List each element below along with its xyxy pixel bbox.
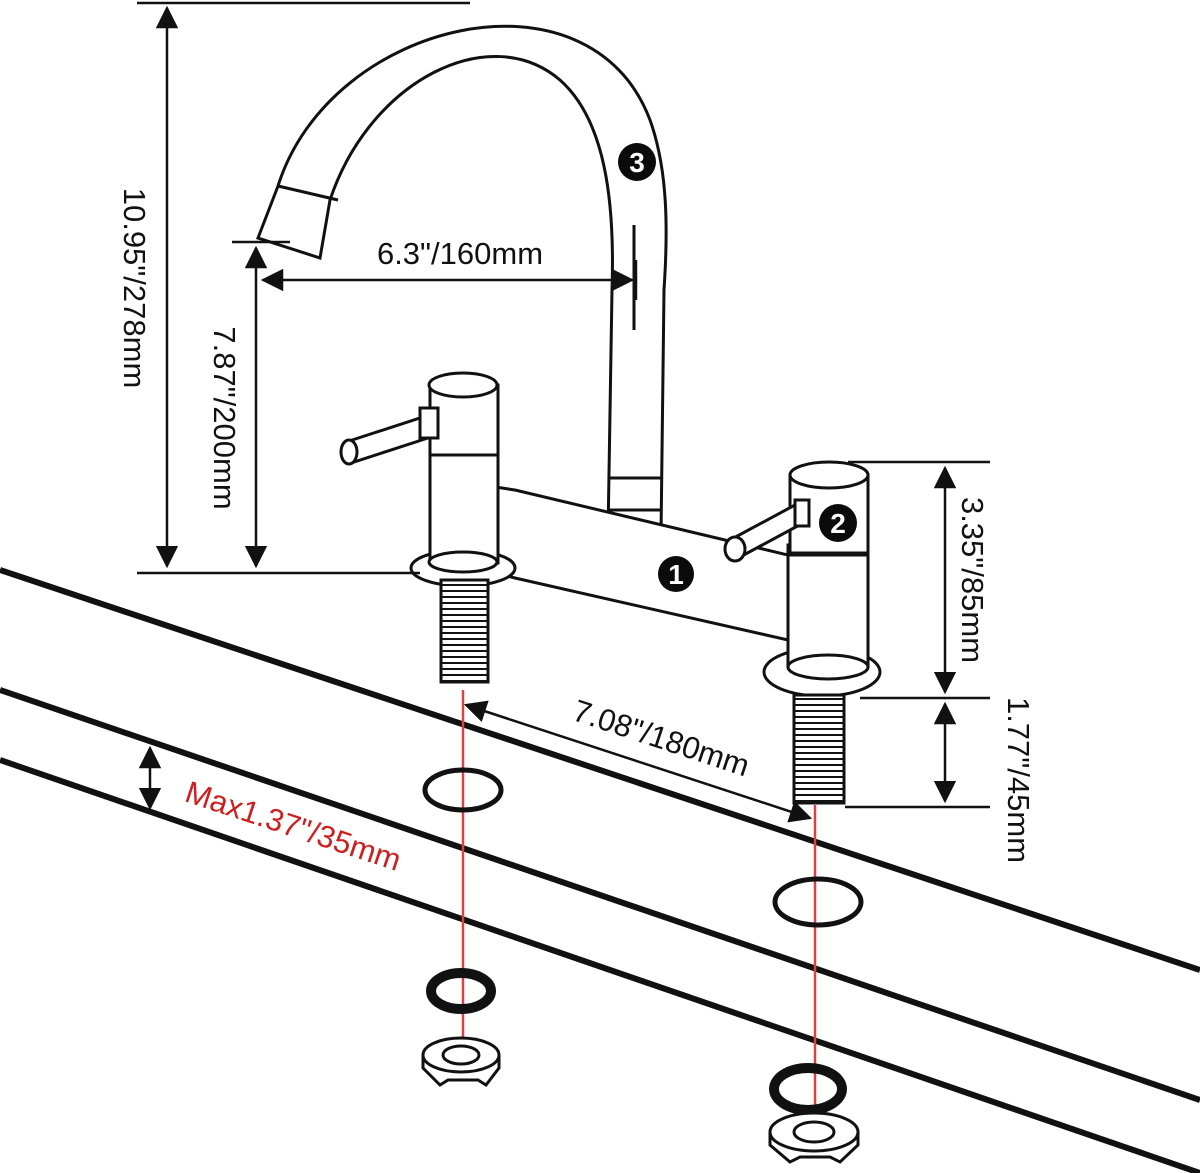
faucet-spout xyxy=(256,24,668,537)
left-nut-hole xyxy=(441,1044,481,1066)
right-column-cap xyxy=(788,460,870,490)
faucet-handle-left xyxy=(339,406,440,466)
badge-handle: 2 xyxy=(819,504,857,542)
left-column-cap xyxy=(427,371,499,399)
left-column xyxy=(409,371,517,684)
faucet-handle-right xyxy=(723,498,811,563)
right-column-base xyxy=(786,653,870,681)
left-shank xyxy=(439,578,490,684)
dim-spout-reach-label: 6.3"/160mm xyxy=(377,236,543,271)
dim-shank-length-label: 1.77"/45mm xyxy=(1001,697,1036,863)
badge-body-label: 1 xyxy=(668,559,684,590)
faucet-icon xyxy=(256,24,882,805)
sink-deck xyxy=(0,567,1200,1173)
deck-bottom-edge xyxy=(0,757,1200,1173)
dim-spout-height xyxy=(232,240,290,569)
right-nut-hole xyxy=(792,1120,836,1144)
dim-center-spacing xyxy=(463,700,813,823)
dim-shank-length xyxy=(845,701,990,809)
dim-spout-height-label: 7.87"/200mm xyxy=(207,326,242,509)
badge-spout: 3 xyxy=(618,143,656,181)
dim-body-height xyxy=(848,460,990,700)
left-column-base xyxy=(427,550,499,574)
right-shank xyxy=(792,693,846,805)
dim-total-height-label: 10.95"/278mm xyxy=(117,188,152,389)
center-lines xyxy=(461,690,817,1135)
badge-handle-label: 2 xyxy=(830,508,846,539)
dim-total-height xyxy=(137,1,470,575)
rubber-washers xyxy=(426,968,847,1115)
locking-nut-icon xyxy=(421,1036,860,1164)
spout-tip-band xyxy=(277,184,339,202)
left-column-body xyxy=(428,443,500,565)
dim-spout-reach xyxy=(260,260,638,300)
right-rubber-washer xyxy=(769,1063,847,1115)
right-deck-hole xyxy=(772,876,864,928)
badges: 1 2 3 xyxy=(618,143,857,592)
left-rubber-washer xyxy=(426,968,496,1014)
right-column-body xyxy=(786,543,870,669)
deck-middle-edge xyxy=(0,687,1200,1103)
dim-body-height-label: 3.35"/85mm xyxy=(955,497,990,663)
badge-spout-label: 3 xyxy=(629,147,645,178)
badge-body: 1 xyxy=(658,556,694,592)
